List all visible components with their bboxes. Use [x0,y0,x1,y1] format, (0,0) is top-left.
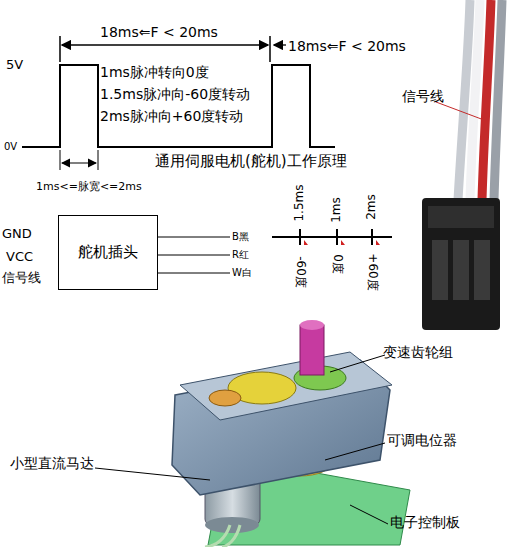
part-label: 信号线 [402,88,444,104]
angle-scale [272,236,392,238]
connector-housing [422,198,500,330]
pulse-note: 1.5ms脉冲向-60度转动 [100,86,250,102]
scale-tick [299,229,301,245]
leader-line [325,443,385,460]
voltage-label: 5V [6,58,23,73]
scale-tick [336,229,338,245]
servo-lid [180,352,392,420]
pulse-value: 1ms [330,197,344,223]
output-shaft [300,320,324,330]
pin-wire [158,273,230,274]
period-arrow [274,44,286,45]
pulse-note: 2ms脉冲向+60度转动 [100,108,243,124]
gear [209,390,241,406]
pin-wire [158,237,230,238]
pin-name: 信号线 [2,271,41,286]
wire-photo [470,0,480,200]
pulse-note: 1ms脉冲转向0度 [100,64,209,80]
part-label: 变速齿轮组 [383,344,453,360]
angle-value: +60度 [365,253,379,290]
leader-line [330,355,385,372]
angle-value: 0度 [330,254,344,274]
connector-slot [432,240,448,300]
leader-line [95,468,210,480]
pin-wire [158,255,230,256]
leader-line [350,505,388,524]
scale-tick [371,229,373,245]
width-tick [60,150,61,170]
connector-detail [428,206,494,228]
period-tick [269,36,271,62]
period-tick [59,36,61,62]
output-shaft [300,325,324,375]
diagram-title: 通用伺服电机(舵机)工作原理 [155,153,347,170]
period-label: 18ms⇐F < 20ms [100,24,218,40]
pin-name: VCC [6,250,33,265]
wire-photo [482,0,491,200]
width-tick [98,150,99,170]
part-label: 可调电位器 [387,432,457,448]
connector-slot [453,240,469,300]
pwm-waveform [22,65,335,147]
pulse-value: 1.5ms [293,184,307,221]
width-label: 1ms<=脉宽<=2ms [36,181,142,194]
box-label: 舵机插头 [78,243,138,262]
scale-marker [304,240,380,245]
connector-box: 舵机插头 [58,215,158,290]
dc-motor [205,517,259,533]
wire-color: R红 [232,249,249,261]
leader-line [436,102,484,120]
wire-photo [494,0,502,200]
period-arrow [62,44,268,45]
part-label: 电子控制板 [390,514,460,530]
angle-value: -60度 [293,256,307,288]
pulse-value: 2ms [365,194,379,220]
wire-color: B黑 [232,231,249,243]
wire-color: W白 [232,267,252,279]
period-label: 18ms⇐F < 20ms [288,38,406,54]
pin-name: GND [2,227,32,242]
width-arrow [62,162,96,163]
connector-slot [474,240,490,300]
part-label: 小型直流马达 [10,455,94,471]
voltage-label: 0V [4,141,17,153]
motor-wires [205,525,240,547]
